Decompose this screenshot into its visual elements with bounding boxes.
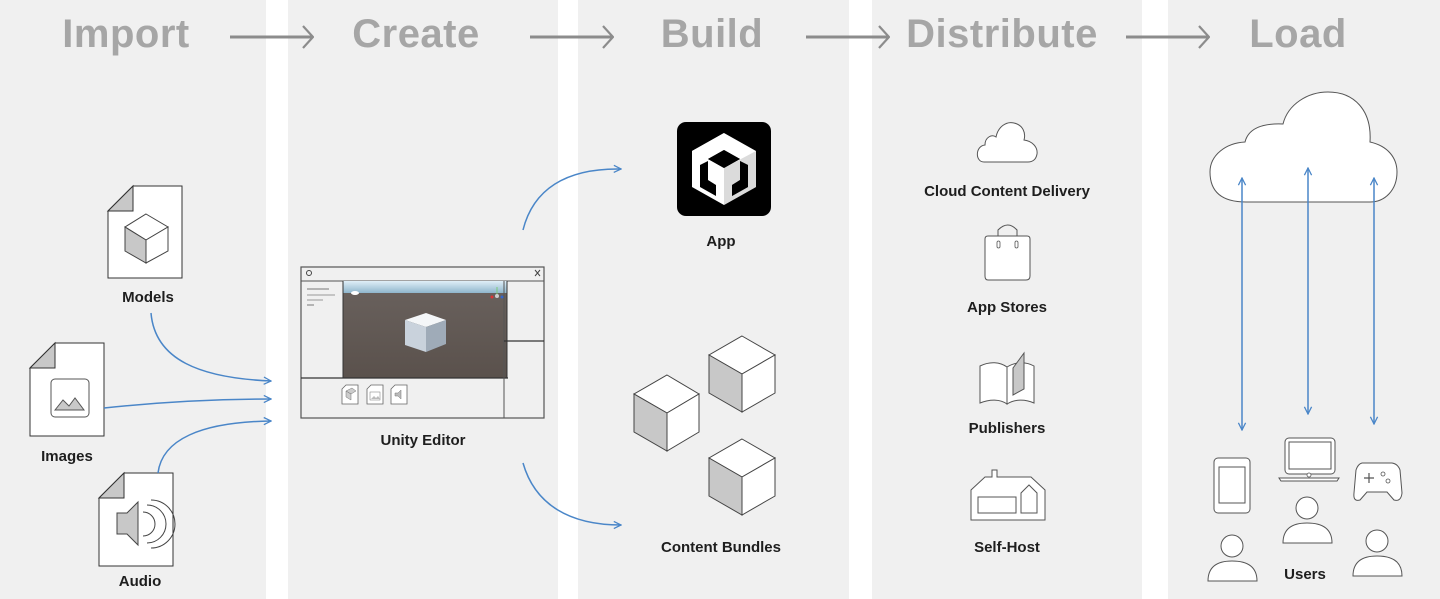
flow-arrow-images-editor — [103, 399, 271, 409]
user-icon-3 — [1352, 529, 1403, 577]
user-icon-2 — [1282, 496, 1333, 544]
gamepad-icon — [1353, 462, 1403, 501]
label-content-bundles: Content Bundles — [661, 539, 781, 556]
shopping-bag-icon — [984, 224, 1031, 281]
unity-logo-icon — [677, 122, 771, 216]
image-file-icon — [28, 341, 105, 437]
house-icon — [970, 469, 1046, 521]
stage-title-load: Load — [1249, 12, 1347, 56]
phone-icon — [1213, 457, 1251, 514]
stage-title-build: Build — [660, 12, 764, 56]
cubes-icon — [632, 335, 777, 516]
cube-1 — [632, 374, 700, 452]
label-app: App — [706, 233, 736, 250]
flow-arrow-editor-bundles — [522, 462, 621, 525]
label-users: Users — [1284, 566, 1326, 583]
unity-editor-window-icon — [300, 266, 545, 419]
flow-arrow-audio-editor — [157, 421, 271, 474]
stage-title-import: Import — [62, 12, 190, 56]
cube-2 — [707, 335, 777, 413]
label-publishers: Publishers — [968, 420, 1046, 437]
cloud-large-icon — [1209, 91, 1398, 203]
laptop-icon — [1278, 437, 1340, 482]
cube-3 — [707, 438, 777, 516]
label-models: Models — [122, 289, 174, 306]
label-cloud-content-delivery: Cloud Content Delivery — [924, 183, 1090, 200]
book-icon — [979, 351, 1035, 405]
label-unity-editor: Unity Editor — [380, 432, 466, 449]
model-file-icon — [106, 184, 183, 279]
flow-arrow-editor-app — [522, 169, 621, 231]
flow-arrow-models-editor — [150, 312, 271, 381]
audio-file-icon — [97, 471, 176, 567]
stage-title-create: Create — [352, 12, 480, 56]
label-self-host: Self-Host — [974, 539, 1040, 556]
cloud-icon — [976, 122, 1038, 163]
user-icon-1 — [1207, 534, 1258, 582]
stage-title-distribute: Distribute — [906, 12, 1098, 56]
label-audio: Audio — [118, 573, 162, 590]
label-images: Images — [41, 448, 93, 465]
label-app-stores: App Stores — [966, 299, 1047, 316]
